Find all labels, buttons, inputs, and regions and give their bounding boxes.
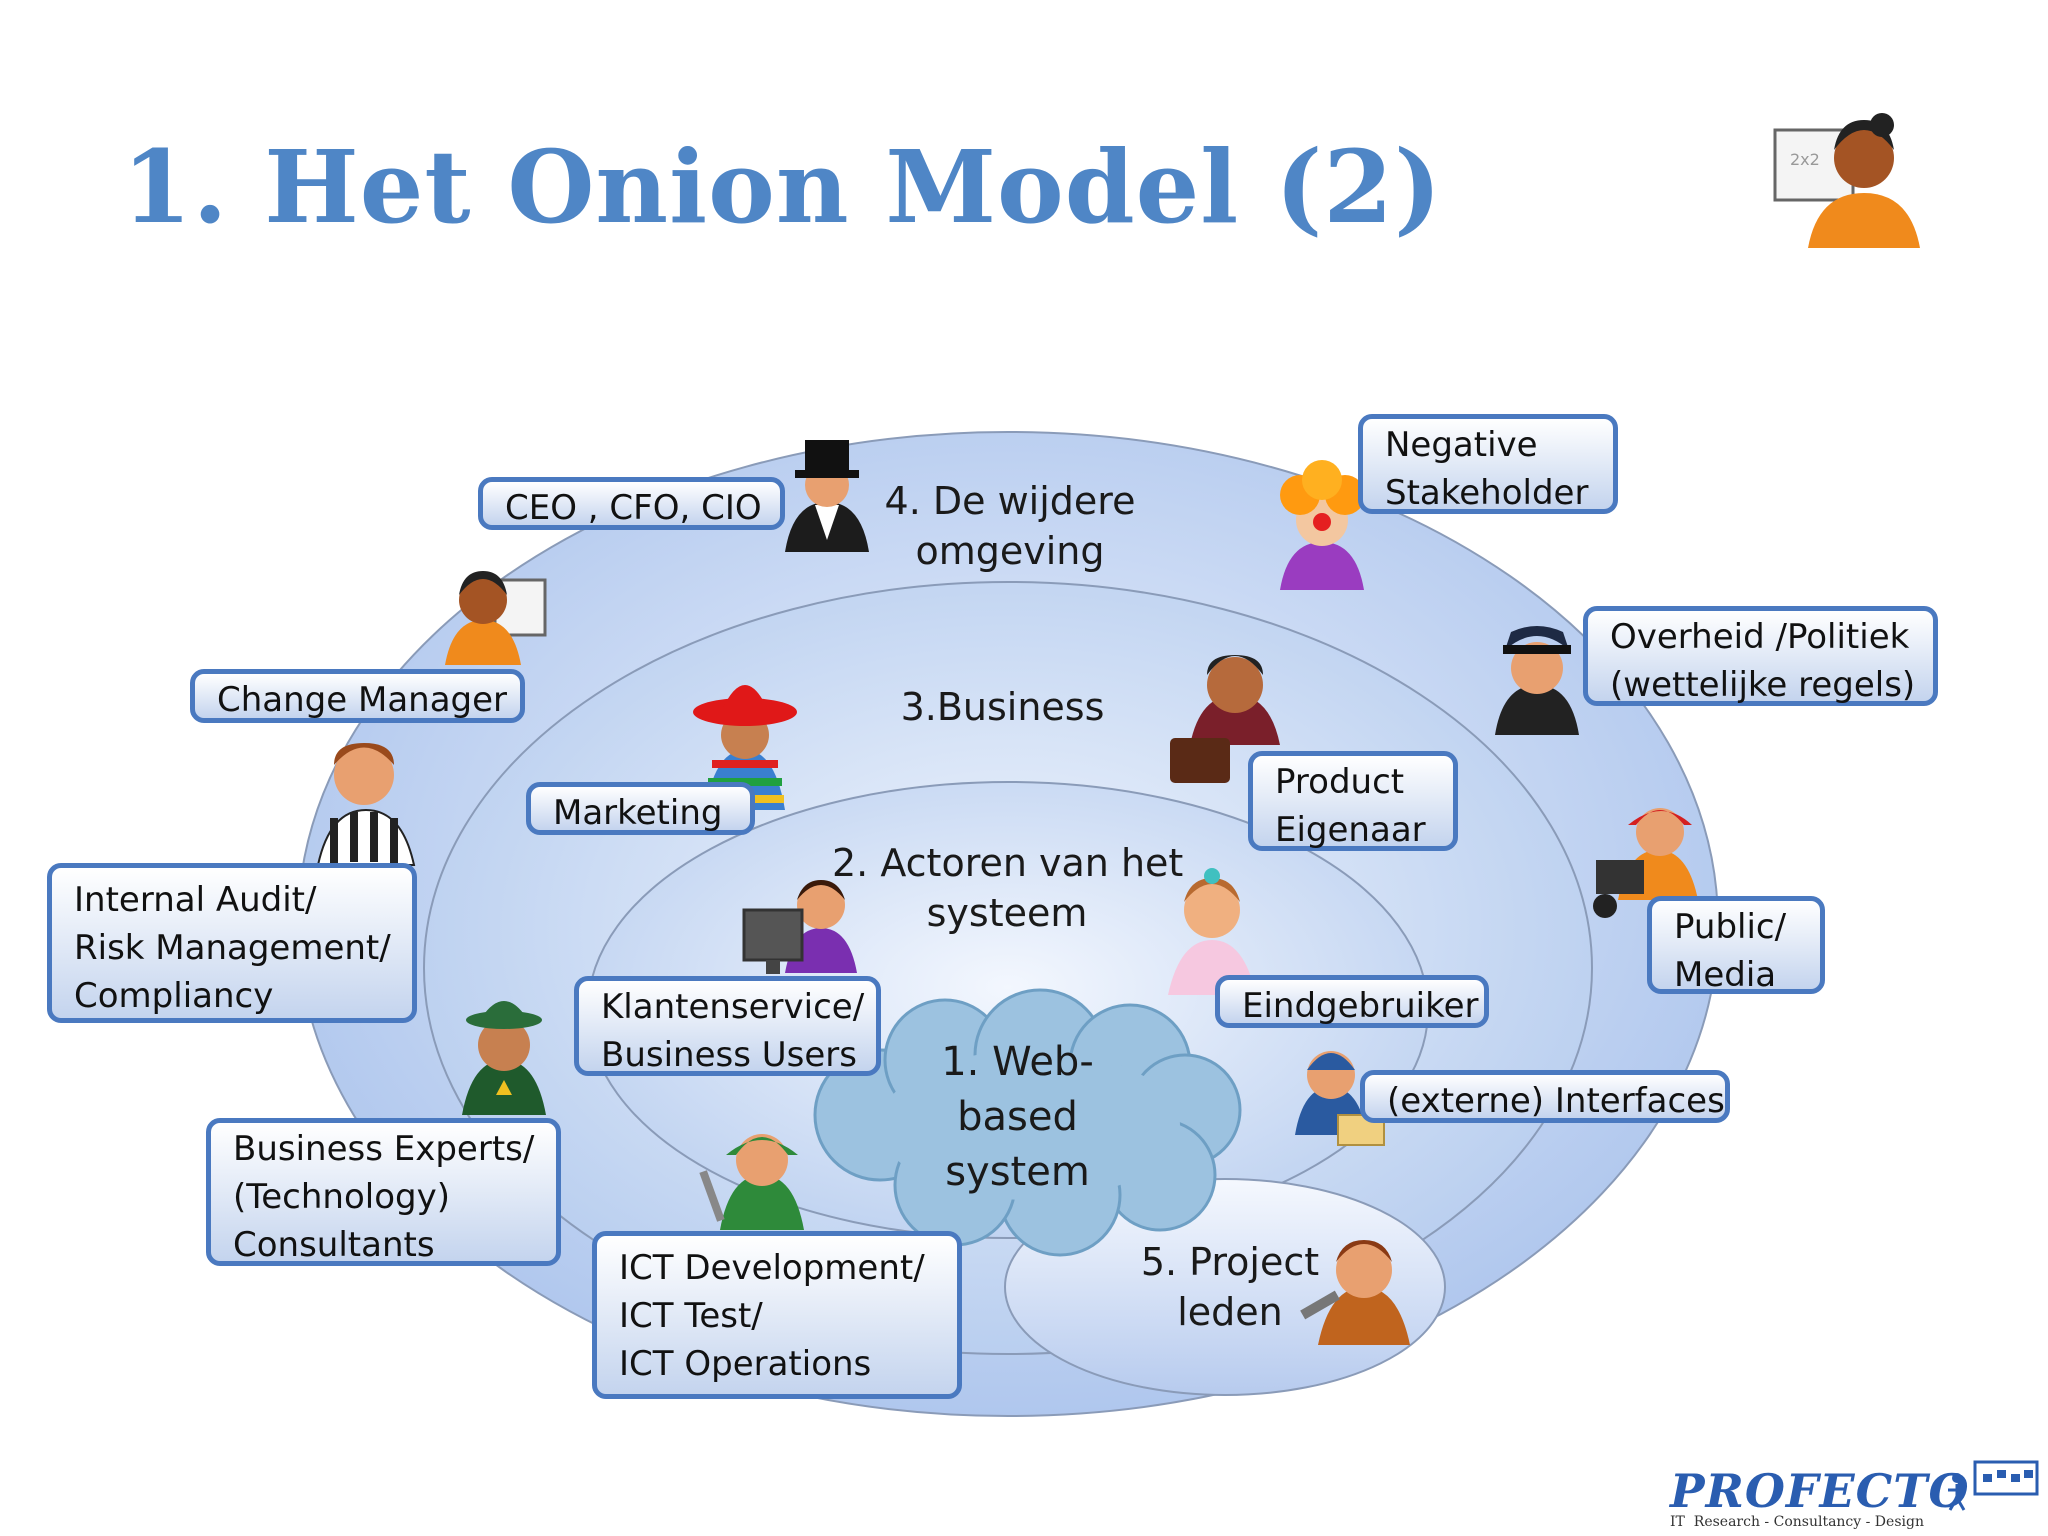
label-negative-line-1: Negative	[1385, 425, 1538, 465]
page-title: 1. Het Onion Model (2)	[122, 128, 1443, 246]
label-change-line-1: Change Manager	[217, 680, 508, 720]
label-product-eigenaar: Product Eigenaar	[1248, 751, 1458, 851]
label-product-line-1: Product	[1275, 762, 1405, 802]
label-overheid-line-2: (wettelijke regels)	[1610, 665, 1916, 705]
label-change-manager: Change Manager	[190, 669, 525, 723]
label-ceo: CEO , CFO, CIO	[478, 477, 785, 530]
label-experts-line-2: (Technology)	[233, 1177, 450, 1217]
photographer-icon	[1593, 808, 1698, 918]
businessman-icon	[1170, 655, 1280, 783]
label-klantenservice: Klantenservice/ Business Users	[574, 976, 881, 1076]
ring-1-line-1: 1. Web-	[941, 1039, 1094, 1085]
ring-4-label: 4. De wijdere omgeving	[880, 476, 1140, 576]
label-klanten-line-1: Klantenservice/	[601, 987, 865, 1027]
ring-1-label: 1. Web- based system	[900, 1035, 1135, 1200]
label-ict-line-1: ICT Development/	[619, 1248, 925, 1288]
label-product-line-2: Eigenaar	[1275, 810, 1426, 850]
ring-5-label: 5. Project leden	[1130, 1237, 1330, 1337]
referee-icon	[316, 743, 416, 866]
label-eindgebruiker: Eindgebruiker	[1215, 975, 1489, 1028]
pilot-icon	[1495, 626, 1579, 735]
ring-3-label: 3.Business	[880, 682, 1125, 732]
label-ict-line-2: ICT Test/	[619, 1296, 763, 1336]
ring-2-label: 2. Actoren van het systeem	[832, 838, 1184, 938]
label-ict: ICT Development/ ICT Test/ ICT Operation…	[592, 1231, 962, 1399]
ring-3-line-1: 3.Business	[900, 685, 1105, 729]
clown-icon	[1280, 460, 1365, 590]
label-negative-line-2: Stakeholder	[1385, 473, 1589, 513]
sheriff-icon	[462, 1001, 546, 1115]
web-system-cloud	[813, 988, 1242, 1257]
svg-text:2x2: 2x2	[1790, 150, 1820, 169]
profecto-logo: PROFECTO IT Research - Consultancy - Des…	[1670, 1464, 1970, 1530]
mechanic-icon	[699, 1134, 804, 1230]
logo-name: PROFECTO	[1670, 1464, 1970, 1518]
logo-tagline: IT Research - Consultancy - Design	[1670, 1514, 1970, 1530]
label-marketing: Marketing	[526, 782, 755, 835]
label-audit-line-3: Compliancy	[74, 976, 274, 1016]
label-marketing-line-1: Marketing	[553, 793, 723, 833]
label-overheid: Overheid /Politiek (wettelijke regels)	[1583, 606, 1938, 706]
label-audit-line-2: Risk Management/	[74, 928, 391, 968]
builder-icon	[1300, 1240, 1410, 1345]
ceo-icon	[785, 440, 869, 552]
label-ict-line-3: ICT Operations	[619, 1344, 872, 1384]
ring-2-line-2: systeem	[926, 891, 1088, 935]
label-public-media: Public/ Media	[1647, 896, 1825, 995]
ring-4-line-1: 4. De wijdere	[884, 479, 1136, 523]
ring-1-line-3: system	[945, 1149, 1090, 1195]
label-internal-audit: Internal Audit/ Risk Management/ Complia…	[47, 863, 417, 1023]
label-business-experts: Business Experts/ (Technology) Consultan…	[206, 1118, 561, 1266]
label-public-line-1: Public/	[1674, 907, 1787, 947]
ring-5-line-1: 5. Project	[1140, 1240, 1320, 1284]
label-experts-line-1: Business Experts/	[233, 1129, 535, 1169]
logo-tagline-it: IT	[1670, 1514, 1685, 1530]
label-ceo-line-1: CEO , CFO, CIO	[505, 488, 762, 528]
label-externe-line-1: (externe) Interfaces	[1387, 1081, 1725, 1121]
ring-5-line-2: leden	[1177, 1290, 1283, 1334]
ring-1-line-2: based	[957, 1094, 1078, 1140]
label-audit-line-1: Internal Audit/	[74, 880, 317, 920]
ring-4-line-2: omgeving	[915, 529, 1105, 573]
callcenter-icon	[742, 880, 857, 974]
label-eind-line-1: Eindgebruiker	[1242, 986, 1479, 1026]
label-klanten-line-2: Business Users	[601, 1035, 857, 1075]
label-public-line-2: Media	[1674, 955, 1777, 995]
label-externe-interfaces: (externe) Interfaces	[1360, 1070, 1730, 1123]
ring-2-line-1: 2. Actoren van het	[832, 841, 1184, 885]
label-experts-line-3: Consultants	[233, 1225, 435, 1265]
label-overheid-line-1: Overheid /Politiek	[1610, 617, 1910, 657]
teacher-icon: 2x2	[1773, 113, 1920, 248]
label-negative-stakeholder: Negative Stakeholder	[1358, 414, 1618, 514]
teacher-small-icon	[445, 571, 547, 665]
logo-tagline-services: Research - Consultancy - Design	[1693, 1514, 1924, 1530]
